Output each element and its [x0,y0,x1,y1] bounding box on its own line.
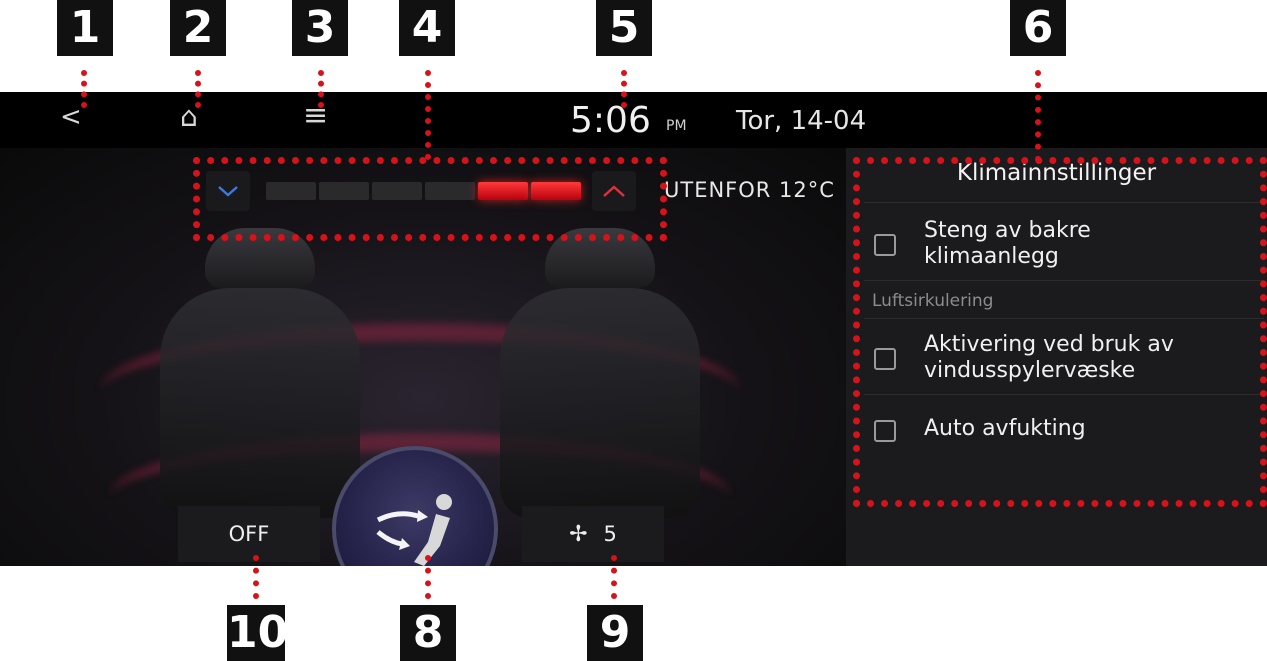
chevron-down-icon [218,186,238,197]
divider [864,318,1264,319]
callout-line-2 [195,70,201,108]
checkbox[interactable] [874,234,896,256]
divider [864,202,1264,203]
callout-line-10 [253,555,259,599]
climate-off-button[interactable]: OFF [178,506,320,562]
option-label: Auto avfukting [924,416,1086,441]
air-mode-button[interactable] [332,446,498,566]
callout-3: 3 [292,0,348,56]
divider [864,394,1264,395]
checkbox[interactable] [874,420,896,442]
air-direction-icon [376,494,452,566]
callout-1: 1 [57,0,113,56]
menu-icon[interactable]: ≡ [303,98,329,133]
option-label: Aktivering ved bruk av vindusspylervæske [924,332,1174,383]
option-label: Steng av bakre klimaanlegg [924,218,1091,269]
callout-line-9 [611,555,617,599]
callout-line-1 [81,70,87,108]
temp-segment [266,182,316,200]
callout-4: 4 [399,0,455,56]
callout-10: 10 [227,605,288,661]
callout-8: 8 [400,605,456,661]
climate-view: UTENFOR 12°C OFF ✢ 5 [0,148,846,566]
highlight-settings-panel [853,157,1267,507]
temperature-control [206,171,652,211]
date-display: Tor, 14-04 [736,106,867,136]
callout-line-6 [1035,70,1041,162]
callout-2: 2 [170,0,226,56]
callout-5: 5 [596,0,652,56]
temp-segment [531,182,581,200]
clock-ampm: PM [666,118,687,134]
callout-6: 6 [1010,0,1066,56]
callout-line-3 [318,70,324,108]
temp-segment [319,182,369,200]
temp-down-button[interactable] [206,171,250,211]
back-icon[interactable]: < [60,102,82,132]
seat-left [160,288,360,518]
status-bar: < ⌂ ≡ 5:06 PM Tor, 14-04 [0,92,1267,148]
chevron-up-icon [603,185,625,197]
temp-up-button[interactable] [592,171,636,211]
temp-segment [478,182,528,200]
outside-temperature: UTENFOR 12°C [664,178,835,202]
temp-segment [425,182,475,200]
infotainment-screen: < ⌂ ≡ 5:06 PM Tor, 14-04 [0,92,1267,566]
highlight-temperature [193,157,667,241]
divider [864,280,1264,281]
callout-line-4 [425,70,431,160]
fan-speed-value: 5 [603,522,617,546]
section-header: Luftsirkulering [872,291,994,311]
home-icon[interactable]: ⌂ [180,100,198,133]
fan-icon: ✢ [569,521,588,547]
callout-line-8 [425,555,431,599]
panel-title: Klimainnstillinger [956,160,1157,186]
checkbox[interactable] [874,348,896,370]
temp-segment [372,182,422,200]
seat-right [500,288,700,518]
climate-settings-panel: Klimainnstillinger Steng av bakre klimaa… [846,148,1267,566]
callout-line-5 [621,70,627,108]
callout-9: 9 [587,605,643,661]
clock-time: 5:06 [570,100,651,141]
fan-speed-button[interactable]: ✢ 5 [522,506,664,562]
